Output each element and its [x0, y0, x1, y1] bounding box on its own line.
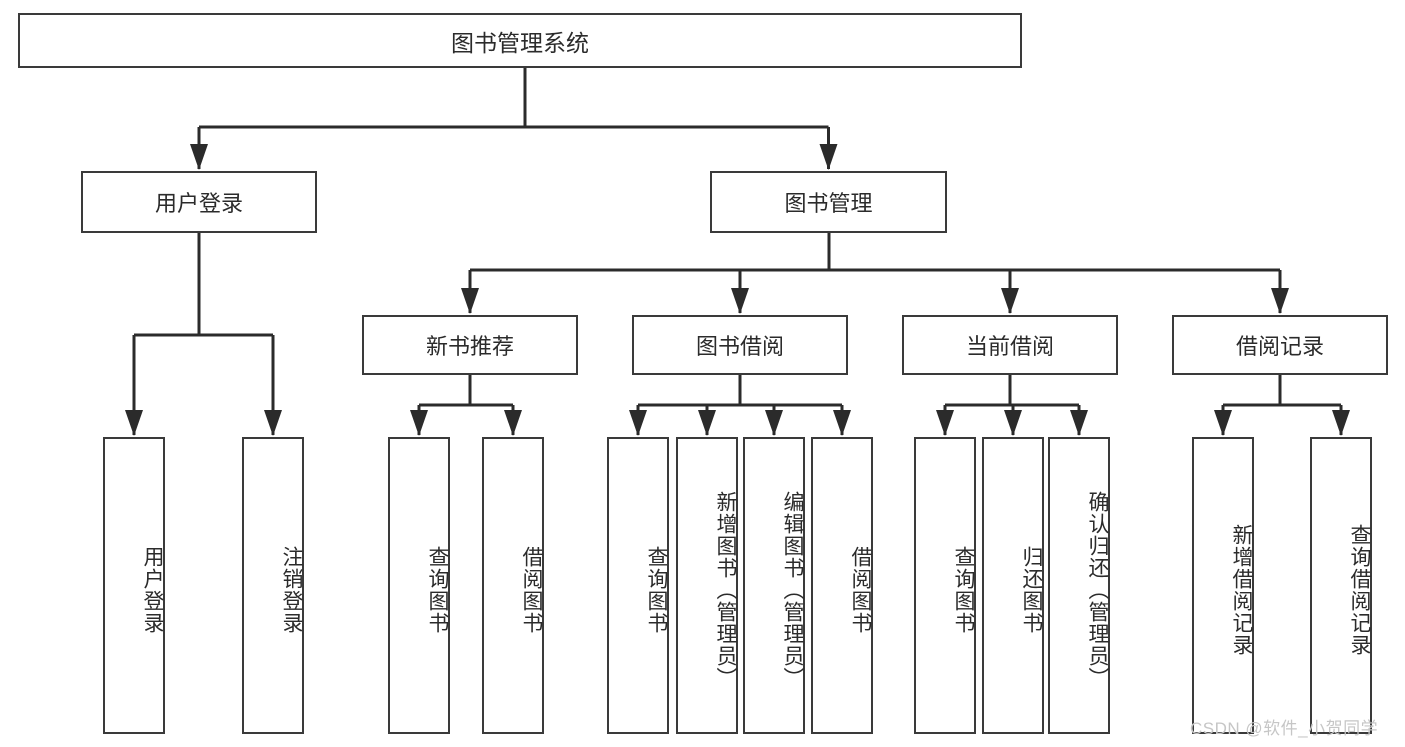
node-l-cur-query[interactable]: 查询图书 [914, 437, 976, 734]
node-label: 编辑图书（管理员） [781, 490, 804, 689]
node-l-nb-query[interactable]: 查询图书 [388, 437, 450, 734]
node-label: 新增借阅记录 [1230, 523, 1253, 656]
node-label: 查询图书 [952, 545, 975, 634]
node-label: 当前借阅 [965, 334, 1054, 359]
node-l-user-logout[interactable]: 注销登录 [242, 437, 304, 734]
node-l-user-login[interactable]: 用户登录 [103, 437, 165, 734]
node-n-record[interactable]: 借阅记录 [1172, 315, 1388, 375]
node-l-bw-edit[interactable]: 编辑图书（管理员） [743, 437, 805, 734]
node-n-book-mgmt[interactable]: 图书管理 [710, 171, 947, 233]
node-label: 用户登录 [141, 545, 164, 634]
node-label: 图书管理系统 [451, 29, 589, 56]
node-n-new-book[interactable]: 新书推荐 [362, 315, 578, 375]
node-label: 借阅记录 [1235, 334, 1324, 359]
node-label: 借阅图书 [520, 545, 543, 634]
node-label: 图书借阅 [695, 334, 784, 359]
node-l-cur-confirm[interactable]: 确认归还（管理员） [1048, 437, 1110, 734]
node-l-bw-query[interactable]: 查询图书 [607, 437, 669, 734]
node-l-bw-borrow[interactable]: 借阅图书 [811, 437, 873, 734]
node-l-bw-add[interactable]: 新增图书（管理员） [676, 437, 738, 734]
node-l-cur-return[interactable]: 归还图书 [982, 437, 1044, 734]
node-n-borrow[interactable]: 图书借阅 [632, 315, 848, 375]
node-label: 归还图书 [1020, 545, 1043, 634]
node-label: 查询图书 [426, 545, 449, 634]
node-label: 借阅图书 [849, 545, 872, 634]
node-l-rec-query[interactable]: 查询借阅记录 [1310, 437, 1372, 734]
node-label: 图书管理 [784, 191, 873, 216]
node-l-rec-add[interactable]: 新增借阅记录 [1192, 437, 1254, 734]
node-label: 新书推荐 [425, 334, 514, 359]
node-root[interactable]: 图书管理系统 [18, 13, 1022, 68]
node-label: 用户登录 [154, 191, 243, 216]
node-label: 查询图书 [645, 545, 668, 634]
watermark-text: CSDN @软件_小贺同学 [1190, 719, 1379, 738]
node-l-nb-borrow[interactable]: 借阅图书 [482, 437, 544, 734]
node-n-user-login[interactable]: 用户登录 [81, 171, 317, 233]
node-label: 注销登录 [280, 545, 303, 634]
node-n-current[interactable]: 当前借阅 [902, 315, 1118, 375]
node-label: 新增图书（管理员） [714, 490, 737, 689]
node-label: 查询借阅记录 [1348, 523, 1371, 656]
node-label: 确认归还（管理员） [1086, 490, 1109, 689]
